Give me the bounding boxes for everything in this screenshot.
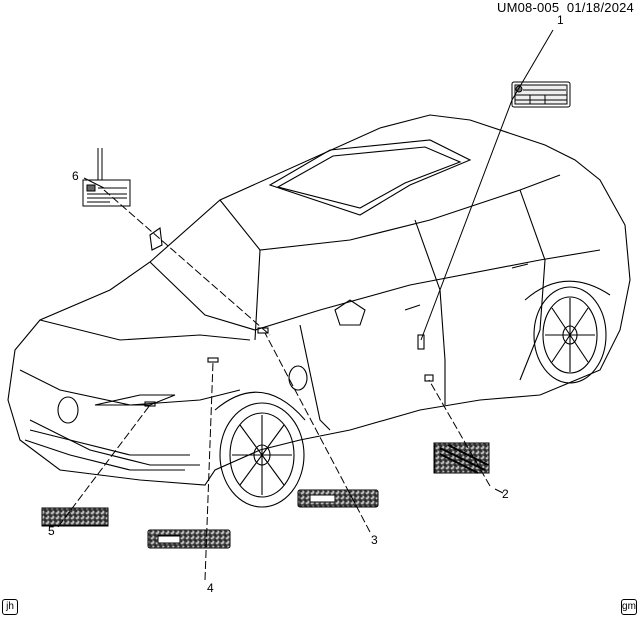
leader-lines <box>57 29 554 581</box>
diagram-date: 01/18/2024 <box>566 0 634 15</box>
vehicle-outline <box>7 114 631 508</box>
label-1-graphic <box>511 81 571 108</box>
callout-3: 3 <box>371 533 378 547</box>
label-3-graphic <box>297 489 379 508</box>
callout-2: 2 <box>502 487 509 501</box>
callout-1: 1 <box>557 13 564 27</box>
illustrator-badge: jh <box>2 599 18 615</box>
diagram-id: UM08-005 01/18/2024 <box>497 0 634 15</box>
label-6-graphic <box>82 148 131 207</box>
diagram-code: UM08-005 <box>497 0 560 15</box>
callout-6: 6 <box>72 169 79 183</box>
callout-5: 5 <box>48 524 55 538</box>
gm-logo-badge: gm <box>621 599 637 615</box>
label-5-graphic <box>41 507 109 527</box>
label-2-graphic <box>433 442 490 474</box>
callout-4: 4 <box>207 581 214 595</box>
